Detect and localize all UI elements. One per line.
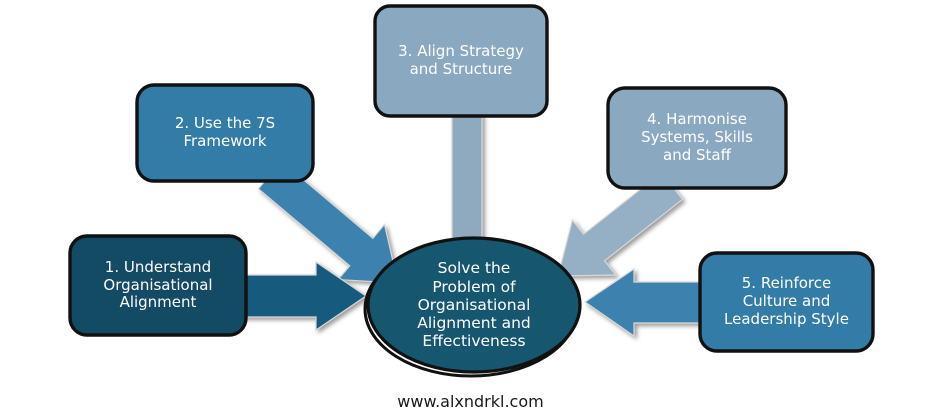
node-step-5[interactable] (698, 251, 875, 353)
node-step-2[interactable] (135, 83, 315, 183)
arrow-step-4-to-hub (557, 171, 684, 277)
node-step-4[interactable] (606, 86, 788, 190)
arrow-step-1-to-hub (242, 260, 368, 332)
node-step-3[interactable] (373, 4, 549, 118)
arrow-step-5-to-hub (583, 267, 704, 338)
node-step-1[interactable] (68, 234, 248, 337)
hub-ellipse[interactable] (363, 236, 582, 378)
footer-watermark: www.alxndrkl.com (397, 392, 544, 411)
